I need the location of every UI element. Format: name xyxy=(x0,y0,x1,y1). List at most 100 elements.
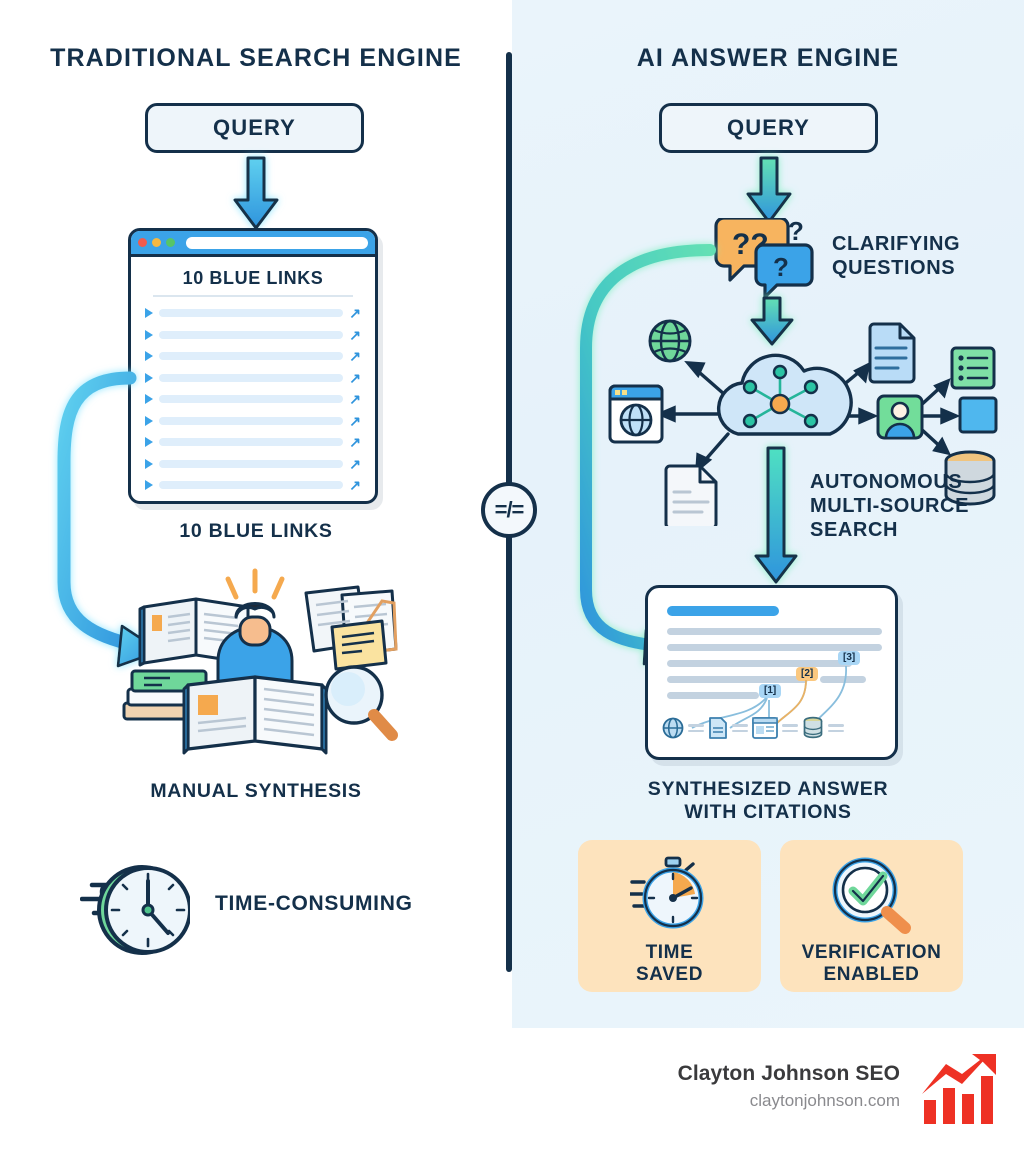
bullet-triangle-icon xyxy=(145,437,153,447)
person-reading-icon xyxy=(216,602,294,687)
result-bar xyxy=(159,416,344,425)
browser-caption: 10 BLUE LINKS xyxy=(179,520,333,542)
source-dash xyxy=(782,721,798,735)
citation-badge-1[interactable]: [1] xyxy=(759,684,782,698)
search-result-row[interactable]: ↗ xyxy=(131,435,375,449)
left-query-pill[interactable]: QUERY xyxy=(145,103,364,153)
traffic-light-yellow xyxy=(152,238,161,247)
result-bar xyxy=(159,352,344,360)
search-label-line2: MULTI-SOURCE xyxy=(810,495,970,517)
left-column-title: TRADITIONAL SEARCH ENGINE xyxy=(50,44,462,72)
address-bar[interactable] xyxy=(186,236,368,249)
benefit-2-line1: VERIFICATION xyxy=(801,942,942,963)
benefit-card-verification[interactable]: VERIFICATION ENABLED xyxy=(780,840,963,992)
right-query-pill[interactable]: QUERY xyxy=(659,103,878,153)
browser-title-bar xyxy=(131,231,375,257)
external-link-arrow-icon[interactable]: ↗ xyxy=(349,369,361,386)
search-label-line1: AUTONOMOUS xyxy=(810,471,963,493)
arrow-query-to-browser xyxy=(233,156,279,230)
bullet-triangle-icon xyxy=(145,372,153,383)
arrow-cloud-to-answer xyxy=(754,446,798,584)
svg-text:?: ? xyxy=(788,218,804,246)
search-result-row[interactable]: ↗ xyxy=(131,306,375,320)
answer-line xyxy=(667,692,759,699)
browser-window-card: 10 BLUE LINKS ↗ ↗ ↗ ↗ ↗ ↗ ↗ ↗ ↗ xyxy=(128,228,378,504)
answer-line xyxy=(667,628,882,635)
result-bar xyxy=(159,330,344,339)
bullet-triangle-icon xyxy=(145,329,153,340)
bullet-triangle-icon xyxy=(145,480,153,490)
magnifier-check-icon xyxy=(832,857,911,934)
external-link-arrow-icon[interactable]: ↗ xyxy=(349,455,361,472)
bullet-triangle-icon xyxy=(145,308,153,318)
traffic-light-red xyxy=(138,238,147,247)
svg-text:?: ? xyxy=(773,252,789,282)
answer-line xyxy=(667,660,852,667)
bar-chart-growth-arrow-icon xyxy=(922,1054,996,1124)
citation-badge-2[interactable]: [2] xyxy=(796,667,819,681)
stopwatch-icon xyxy=(629,856,703,929)
traffic-light-green xyxy=(166,238,175,247)
brand-url: claytonjohnson.com xyxy=(749,1091,900,1110)
list-green-icon xyxy=(950,346,996,390)
result-bar xyxy=(159,459,344,468)
benefit-1-line1: TIME xyxy=(645,942,694,963)
globe-icon xyxy=(648,319,692,363)
person-card-icon xyxy=(876,394,924,440)
source-dash xyxy=(688,721,704,735)
panel-ai-answer-engine: AI ANSWER ENGINE QUERY ?? xyxy=(512,0,1024,1028)
clarifying-label-line2: QUESTIONS xyxy=(832,257,956,279)
brand-name: Clayton Johnson SEO xyxy=(677,1062,900,1085)
hub-arrows xyxy=(655,361,961,474)
database-icon xyxy=(944,450,996,506)
search-result-row[interactable]: ↗ xyxy=(131,457,375,471)
document-icon xyxy=(709,717,727,739)
search-result-row[interactable]: ↗ xyxy=(131,328,375,342)
manual-synthesis-illustration xyxy=(122,568,398,755)
result-bar xyxy=(159,438,344,446)
external-link-arrow-icon[interactable]: ↗ xyxy=(349,391,361,407)
search-results-list: ↗ ↗ ↗ ↗ ↗ ↗ ↗ ↗ ↗ xyxy=(131,306,375,492)
external-link-arrow-icon[interactable]: ↗ xyxy=(349,477,361,493)
time-consuming-clock xyxy=(79,855,192,965)
browser-window-icon xyxy=(608,384,664,444)
search-result-row[interactable]: ↗ xyxy=(131,414,375,428)
result-bar xyxy=(159,309,344,317)
time-consuming-label: TIME-CONSUMING xyxy=(215,892,413,915)
search-label-line3: SEARCH xyxy=(810,519,899,541)
search-result-row[interactable]: ↗ xyxy=(131,371,375,385)
panel-traditional-search: TRADITIONAL SEARCH ENGINE QUERY xyxy=(0,0,512,1028)
synthesis-caption: MANUAL SYNTHESIS xyxy=(150,780,362,802)
external-link-arrow-icon[interactable]: ↗ xyxy=(349,434,361,450)
browser-heading: 10 BLUE LINKS xyxy=(182,268,324,288)
right-column-title: AI ANSWER ENGINE xyxy=(636,44,900,72)
external-link-arrow-icon[interactable]: ↗ xyxy=(349,305,361,321)
answer-caption-line1: SYNTHESIZED ANSWER xyxy=(647,778,889,800)
source-dash xyxy=(828,721,844,735)
divider-rule xyxy=(153,295,353,297)
database-icon xyxy=(803,716,823,739)
synthesized-answer-card: [1] [2] [3] xyxy=(645,585,898,760)
external-link-arrow-icon[interactable]: ↗ xyxy=(349,348,361,364)
answer-title-bar xyxy=(667,606,779,616)
footer-bar xyxy=(0,1028,1024,1154)
bullet-triangle-icon xyxy=(145,415,153,426)
clarifying-label-line1: CLARIFYING xyxy=(832,233,961,255)
benefit-1-line2: SAVED xyxy=(635,963,704,985)
external-link-arrow-icon[interactable]: ↗ xyxy=(349,326,361,343)
search-result-row[interactable]: ↗ xyxy=(131,392,375,406)
benefit-card-time-saved[interactable]: TIME SAVED xyxy=(578,840,761,992)
front-open-book-icon xyxy=(182,675,328,755)
source-dash xyxy=(732,721,748,735)
result-bar xyxy=(159,373,344,382)
external-link-arrow-icon[interactable]: ↗ xyxy=(349,412,361,429)
answer-source-icons xyxy=(662,716,887,740)
search-result-row[interactable]: ↗ xyxy=(131,349,375,363)
citation-badge-3[interactable]: [3] xyxy=(838,651,861,665)
result-bar xyxy=(159,395,344,403)
globe-icon xyxy=(662,717,684,739)
benefit-2-line2: ENABLED xyxy=(823,963,920,985)
arrow-query-to-clarifying xyxy=(746,156,792,224)
search-result-row[interactable]: ↗ xyxy=(131,478,375,492)
